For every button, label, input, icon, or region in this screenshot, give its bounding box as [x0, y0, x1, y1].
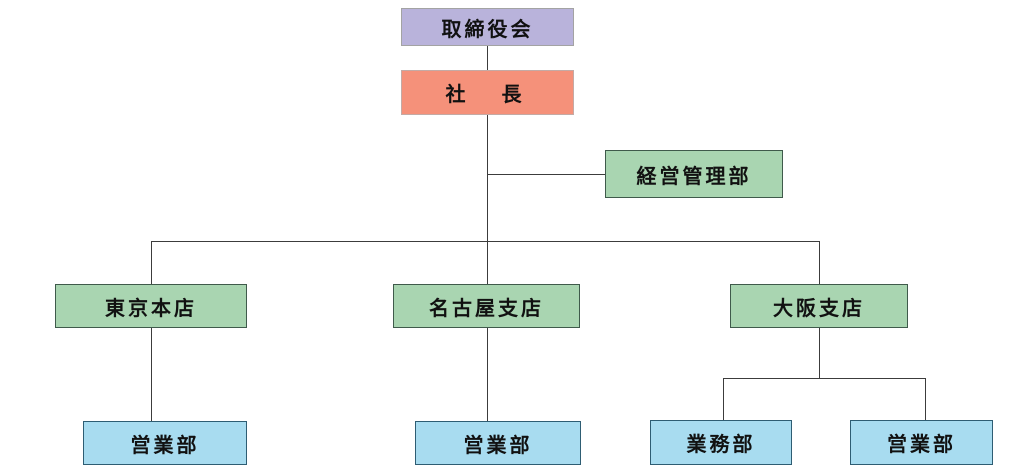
org-node-tokyo-main-office: 東京本店 — [55, 284, 247, 328]
connector-drop-eigyo-osaka — [925, 378, 926, 420]
org-node-sales-dept-tokyo: 営業部 — [83, 421, 247, 465]
connector-osaka-trunk — [819, 328, 820, 378]
org-node-sales-dept-nagoya: 営業部 — [415, 421, 581, 465]
org-node-management-admin-dept: 経営管理部 — [605, 150, 783, 198]
connector-drop-tokyo — [151, 241, 152, 284]
org-node-nagoya-branch: 名古屋支店 — [393, 284, 580, 328]
connector-main-horizontal — [151, 241, 820, 242]
connector-board-president — [487, 46, 488, 70]
org-node-sales-dept-osaka: 営業部 — [850, 420, 993, 465]
org-node-osaka-branch: 大阪支店 — [730, 284, 908, 328]
org-node-operations-dept-osaka: 業務部 — [650, 420, 792, 465]
connector-osaka-horizontal — [723, 378, 926, 379]
org-node-board-of-directors: 取締役会 — [401, 8, 574, 46]
connector-drop-osaka — [819, 241, 820, 284]
connector-drop-gyomu — [723, 378, 724, 420]
connector-president-trunk — [487, 115, 488, 284]
connector-nagoya-sub — [487, 328, 488, 421]
org-node-president: 社 長 — [401, 70, 574, 115]
connector-keiei-branch — [487, 174, 605, 175]
connector-tokyo-sub — [151, 328, 152, 421]
